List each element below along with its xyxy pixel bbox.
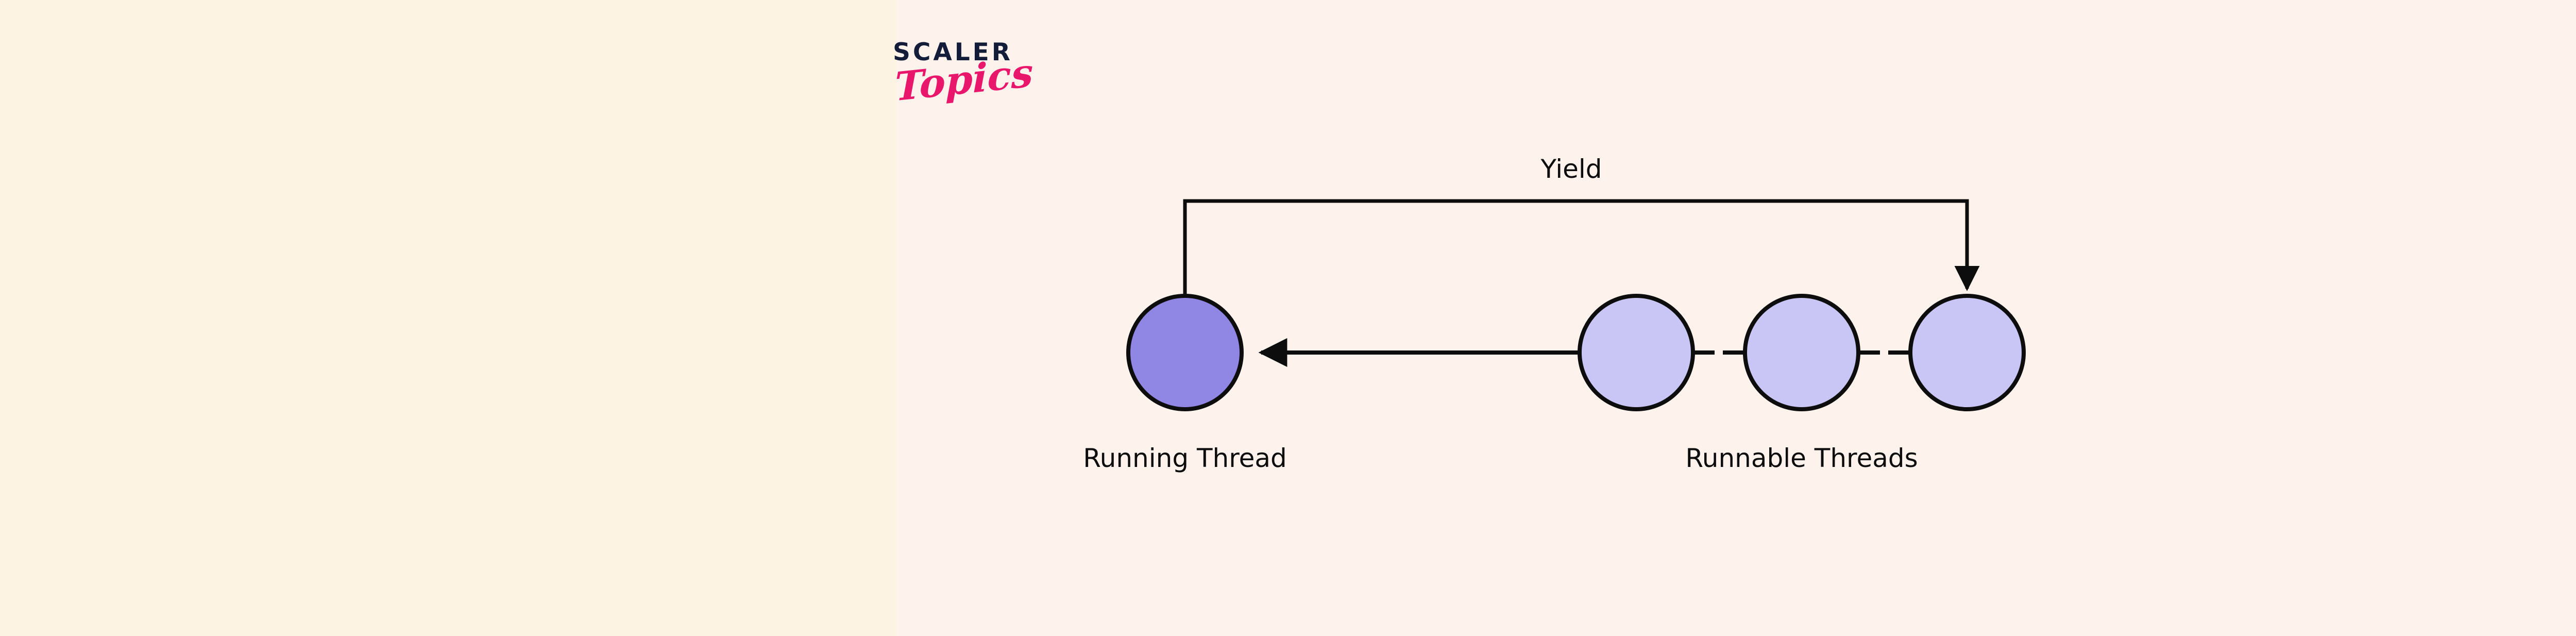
logo-wordmark: SCALER bbox=[893, 38, 1013, 66]
background-panel-left bbox=[0, 0, 896, 636]
scaler-topics-logo: SCALER Topics bbox=[893, 40, 1063, 128]
runnable-thread-node-3[interactable] bbox=[1908, 294, 2026, 411]
runnable-thread-node-1[interactable] bbox=[1578, 294, 1695, 411]
runnable-threads-label: Runnable Threads bbox=[1685, 443, 1918, 473]
yield-edge: Yield bbox=[1183, 154, 1980, 298]
yield-label: Yield bbox=[1540, 154, 1602, 184]
running-thread-label: Running Thread bbox=[1083, 443, 1287, 473]
yield-path bbox=[1183, 199, 1980, 298]
running-thread-node[interactable] bbox=[1126, 294, 1244, 411]
runnable-thread-node-2[interactable] bbox=[1743, 294, 1860, 411]
